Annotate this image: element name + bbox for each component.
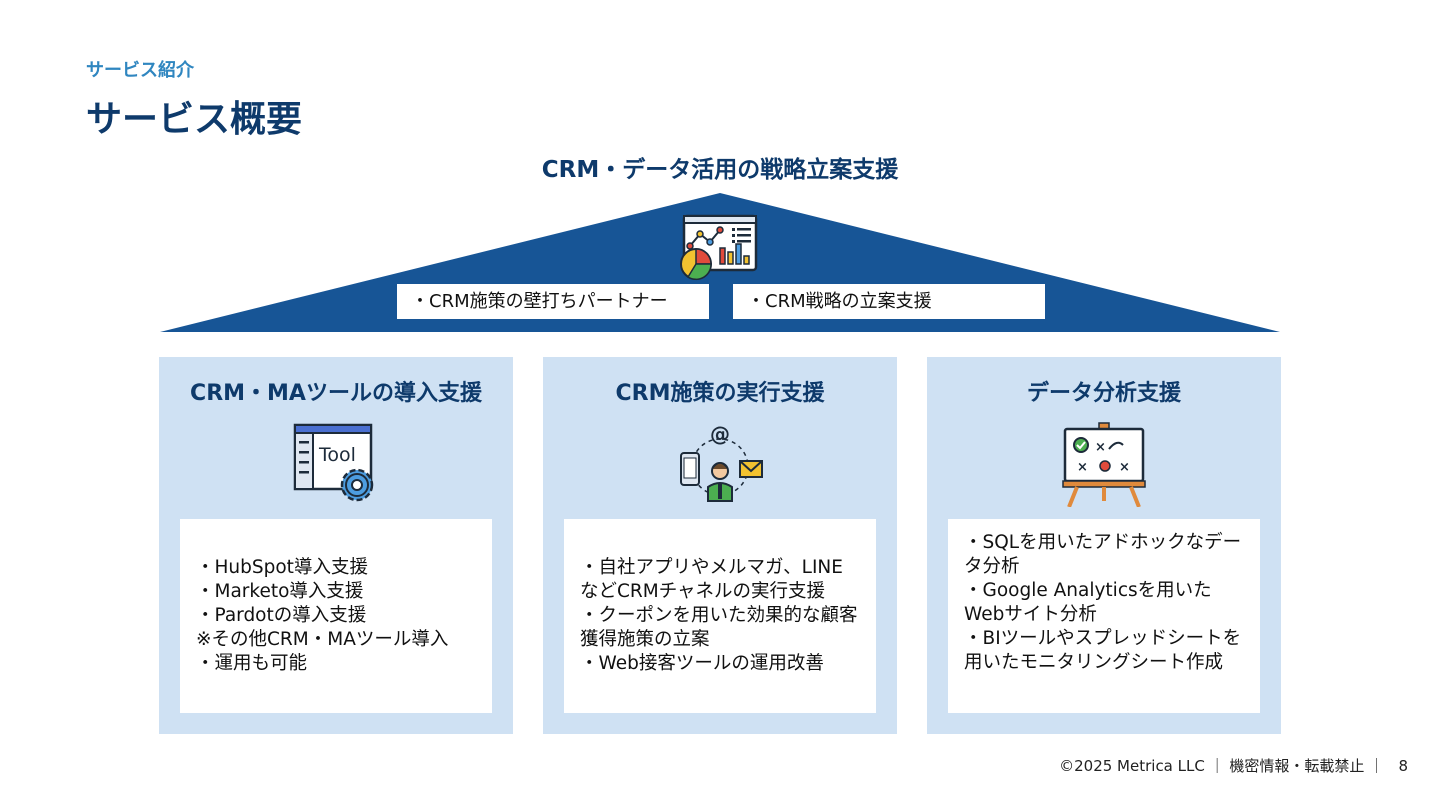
pillar-crm-execution-support: CRM施策の実行支援 @ ・自社アプリやメルマガ、LINEなどCRMチャネルの実… [543,357,897,734]
list-item: ・BIツールやスプレッドシートを用いたモニタリングシート作成 [964,628,1242,673]
roof-shape [160,193,1280,332]
list-item: ・Web接客ツールの運用改善 [580,653,824,674]
list-item: ・Pardotの導入支援 [196,605,367,626]
section-label: サービス紹介 [86,60,194,81]
pillar-title: CRM・MAツールの導入支援 [190,381,482,406]
svg-text:Tool: Tool [318,444,356,466]
svg-text:@: @ [710,422,730,446]
list-item: ・クーポンを用いた効果的な顧客獲得施策の立案 [580,605,858,650]
list-item: ・Marketo導入支援 [196,581,364,602]
analytics-dashboard-icon [680,214,758,281]
list-item: ・自社アプリやメルマガ、LINEなどCRMチャネルの実行支援 [580,557,843,602]
pillar-body: ・HubSpot導入支援 ・Marketo導入支援 ・Pardotの導入支援 ※… [180,519,492,713]
tool-window-gear-icon: Tool [293,423,374,502]
svg-text:×: × [1119,460,1130,475]
list-item: ・SQLを用いたアドホックなデータ分析 [964,532,1242,577]
pillar-data-analysis-support: データ分析支援 × × × ・SQLを用いたアドホックなデータ分析 ・Googl… [927,357,1281,734]
pillar-title: データ分析支援 [1026,381,1181,406]
roof-title: CRM・データ活用の戦略立案支援 [541,157,899,183]
pillar-body: ・SQLを用いたアドホックなデータ分析 ・Google Analyticsを用い… [948,519,1260,713]
page-title: サービス概要 [86,99,303,140]
roof-item-strategy-planning: ・CRM戦略の立案支援 [733,284,1045,319]
svg-text:×: × [1095,440,1106,455]
customer-channels-icon: @ [680,422,763,502]
page-number: 8 [1398,757,1408,775]
strategy-whiteboard-icon: × × × [1062,422,1146,507]
list-item: ・HubSpot導入支援 [196,557,368,578]
pillar-crm-ma-tool-support: CRM・MAツールの導入支援 Tool ・HubSpot導入支援 ・Market… [159,357,513,734]
roof-item-sparring-partner: ・CRM施策の壁打ちパートナー [397,284,709,319]
copyright-text: ©2025 Metrica LLC ｜ 機密情報・転載禁止 ｜ [1059,757,1385,775]
footer: ©2025 Metrica LLC ｜ 機密情報・転載禁止 ｜ 8 [1059,755,1408,776]
list-item: ・運用も可能 [196,653,308,674]
list-item: ※その他CRM・MAツール導入 [196,629,449,650]
list-item: ・Google Analyticsを用いたWebサイト分析 [964,580,1212,625]
svg-text:×: × [1077,460,1088,475]
pillar-body: ・自社アプリやメルマガ、LINEなどCRMチャネルの実行支援 ・クーポンを用いた… [564,519,876,713]
pillar-title: CRM施策の実行支援 [615,381,825,406]
